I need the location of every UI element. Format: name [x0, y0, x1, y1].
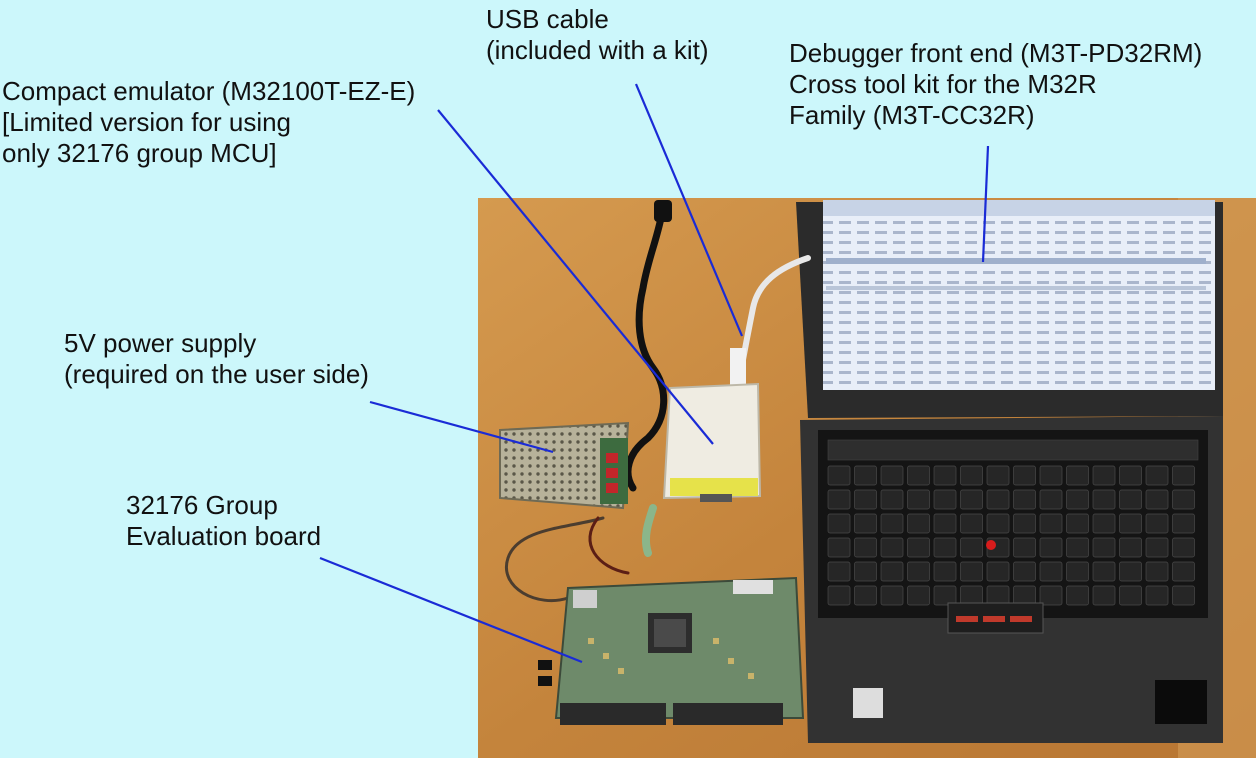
power-supply-label: 5V power supply (required on the user si… [64, 328, 369, 390]
emulator-label-line2: [Limited version for using [2, 107, 292, 137]
usb-cable-label-line1: USB cable [486, 4, 609, 34]
debugger-label-line1: Debugger front end (M3T-PD32RM) [789, 38, 1203, 68]
setup-photo [478, 198, 1256, 758]
usb-cable-label: USB cable (included with a kit) [486, 4, 709, 66]
laptop-screen [823, 200, 1215, 390]
debugger-label: Debugger front end (M3T-PD32RM) Cross to… [789, 38, 1202, 131]
emulator-label: Compact emulator (M32100T-EZ-E) [Limited… [2, 76, 415, 169]
laptop [796, 200, 1223, 743]
debugger-label-line3: Family (M3T-CC32R) [789, 100, 1035, 130]
usb-cable-label-line2: (included with a kit) [486, 35, 709, 65]
power-supply [499, 421, 630, 510]
debugger-label-line2: Cross tool kit for the M32R [789, 69, 1097, 99]
eval-board-label: 32176 Group Evaluation board [126, 490, 321, 552]
trackpoint [986, 540, 996, 550]
emulator-label-line3: only 32176 group MCU] [2, 138, 277, 168]
power-supply-label-line2: (required on the user side) [64, 359, 369, 389]
power-supply-label-line1: 5V power supply [64, 328, 257, 358]
eval-board-label-line1: 32176 Group [126, 490, 278, 520]
emulator-label-line1: Compact emulator (M32100T-EZ-E) [2, 76, 416, 106]
evaluation-board [538, 576, 805, 725]
eval-board-label-line2: Evaluation board [126, 521, 322, 551]
compact-emulator [662, 382, 762, 502]
